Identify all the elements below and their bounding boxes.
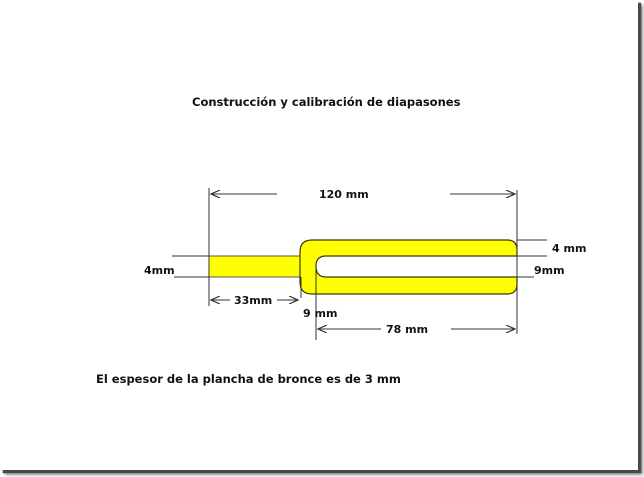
fork-body [299,239,518,295]
prong-width-label: 4 mm [552,242,586,255]
diagram-page [0,0,638,470]
material-note: El espesor de la plancha de bronce es de… [96,372,401,386]
total-length-label: 120 mm [319,188,369,201]
frame-shadow-right [638,3,641,473]
slot-width-label: 9mm [534,264,565,277]
prong-length-label: 78 mm [386,323,428,336]
dimension-total-length: 120 mm [211,188,515,201]
handle-length-label: 33mm [234,294,272,307]
tuning-fork-shape [209,239,518,295]
dimension-prong-length: 78 mm [318,323,515,336]
diagram-title: Construcción y calibración de diapasones [192,95,461,109]
fork-handle [209,256,302,277]
extension-lines [172,188,547,340]
handle-width-label: 4mm [144,264,175,277]
frame-shadow-bottom [3,470,641,473]
dimension-handle-length: 33mm [211,294,298,307]
base-offset-label: 9 mm [303,307,337,320]
